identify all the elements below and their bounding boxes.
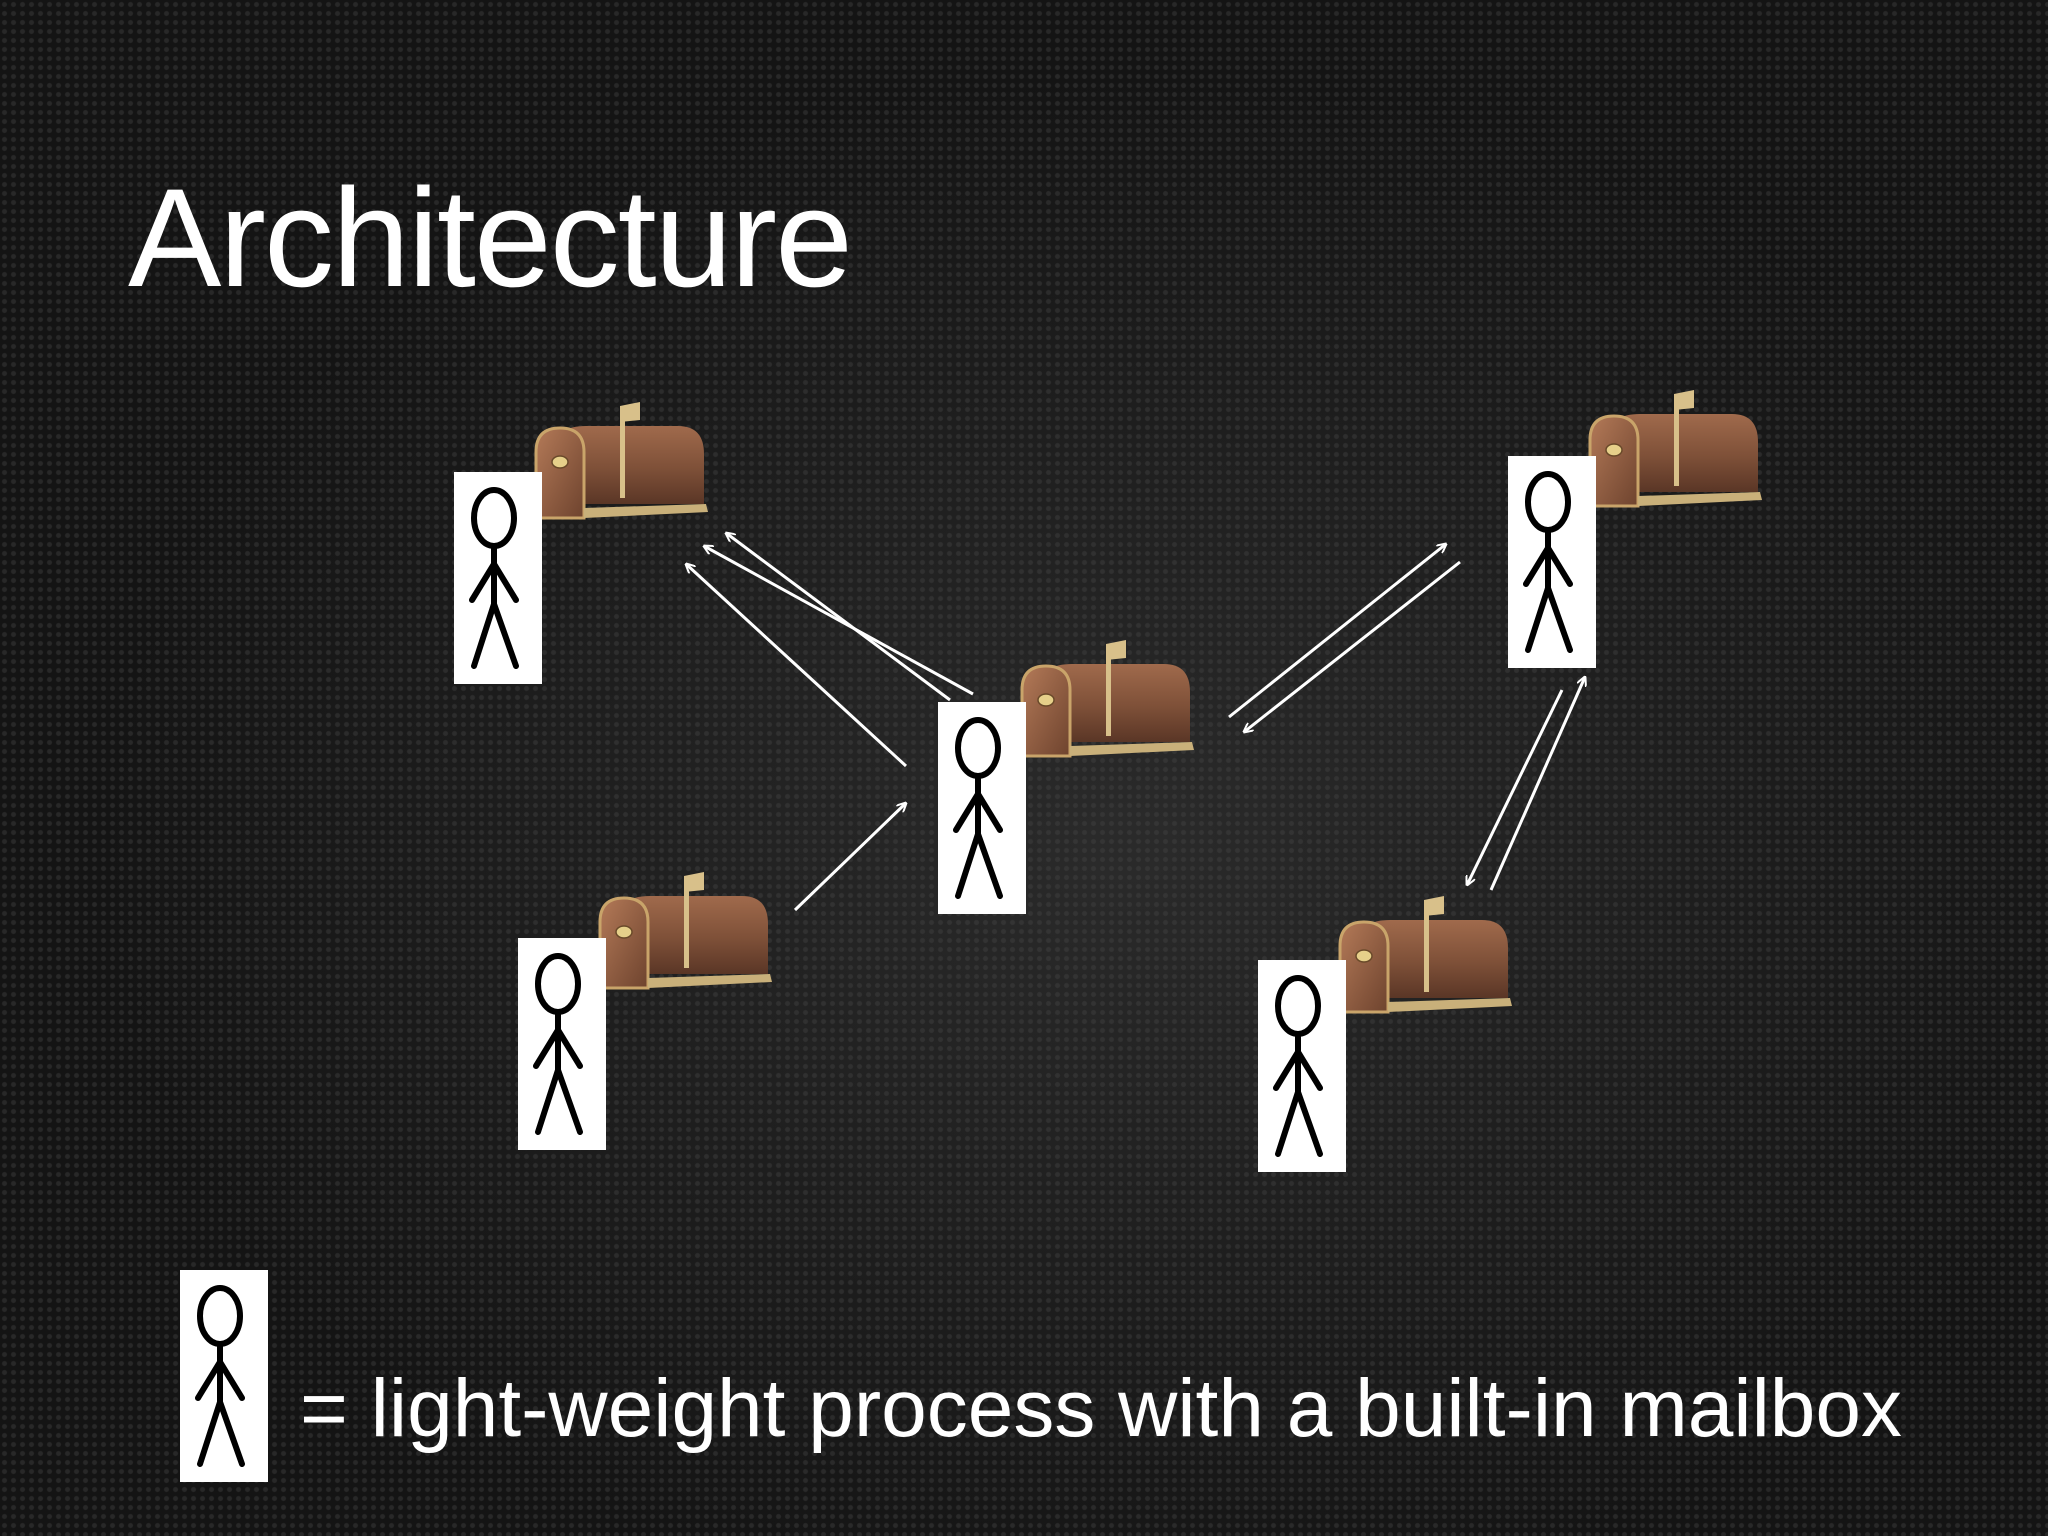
message-arrow (1228, 544, 1446, 719)
message-arrow (1467, 689, 1564, 885)
message-arrow (793, 803, 906, 912)
legend-text: = light-weight process with a built-in m… (300, 1363, 1903, 1454)
process-node-1 (454, 400, 710, 684)
stick-figure-icon (180, 1270, 268, 1482)
process-node-2 (518, 870, 774, 1150)
process-node-4 (1508, 388, 1764, 668)
mailbox-icon (1338, 894, 1514, 1014)
message-arrow (1489, 677, 1585, 891)
stick-figure-icon (1258, 960, 1346, 1172)
message-arrow (704, 546, 974, 696)
mailbox-icon (598, 870, 774, 990)
stick-figure-icon (1508, 456, 1596, 668)
message-arrow (1244, 560, 1461, 732)
stick-figure-icon (938, 702, 1026, 914)
stick-figure-icon (454, 472, 542, 684)
legend-process-icon (180, 1270, 268, 1482)
stick-figure-icon (518, 938, 606, 1150)
process-node-5 (1258, 894, 1514, 1172)
slide-title: Architecture (128, 159, 853, 316)
mailbox-icon (1588, 388, 1764, 508)
mailbox-icon (1020, 638, 1196, 758)
message-arrow (726, 533, 951, 702)
message-arrows (686, 533, 1585, 912)
process-node-3 (938, 638, 1196, 914)
mailbox-icon (534, 400, 710, 520)
message-arrow (686, 564, 908, 768)
